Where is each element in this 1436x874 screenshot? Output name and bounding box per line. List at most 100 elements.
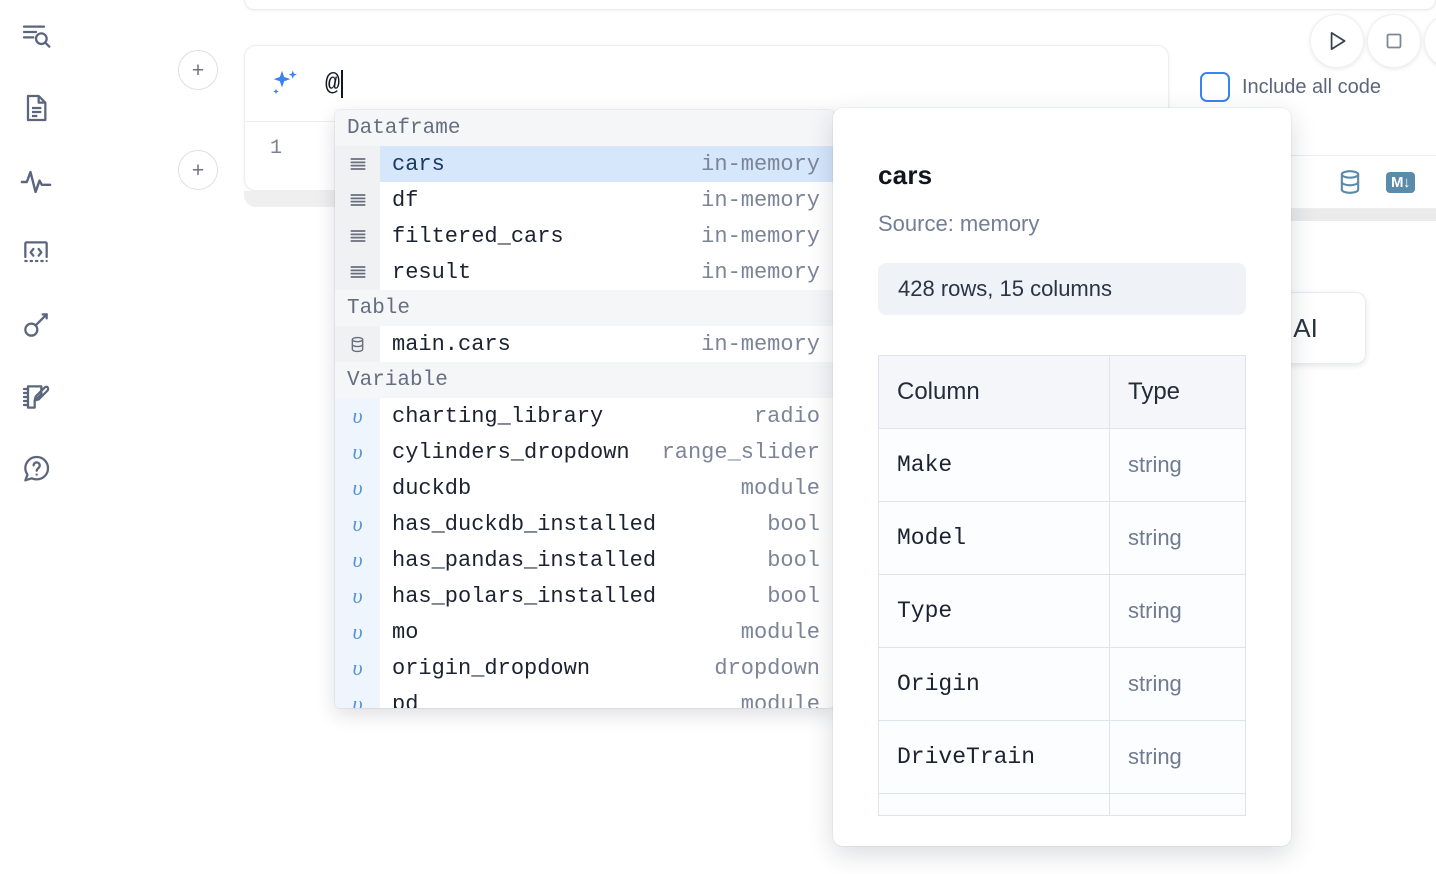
cell-column-name: DriveTrain xyxy=(878,720,1110,794)
dataframe-preview-panel: cars Source: memory 428 rows, 15 columns… xyxy=(833,108,1291,846)
more-actions-button[interactable] xyxy=(1424,14,1436,68)
autocomplete-item-meta: radio xyxy=(753,403,820,429)
autocomplete-item-name: main.cars xyxy=(392,331,511,357)
variable-icon: υ xyxy=(335,542,380,578)
table-header-row: Column Type xyxy=(878,355,1246,429)
autocomplete-item-name: cylinders_dropdown xyxy=(392,439,630,465)
header-column: Column xyxy=(878,355,1110,429)
autocomplete-item[interactable]: υ has_polars_installed bool xyxy=(335,578,834,614)
autocomplete-item-meta: dropdown xyxy=(714,655,820,681)
cell-column-type: string xyxy=(1109,501,1246,575)
ai-prompt-value: @ xyxy=(325,69,341,98)
document-icon[interactable] xyxy=(14,86,58,130)
autocomplete-item-meta: in-memory xyxy=(701,187,820,213)
left-icon-rail xyxy=(0,0,72,874)
ai-prompt-input[interactable]: @ xyxy=(325,69,344,98)
autocomplete-item-meta: in-memory xyxy=(701,223,820,249)
cell-column-name: Type xyxy=(878,574,1110,648)
cell-column-name: Origin xyxy=(878,647,1110,721)
cell-column-type: string xyxy=(1109,574,1246,648)
autocomplete-item-name: charting_library xyxy=(392,403,604,429)
variable-icon: υ xyxy=(335,614,380,650)
autocomplete-item-name: mo xyxy=(392,619,419,645)
autocomplete-item-name: filtered_cars xyxy=(392,223,564,249)
autocomplete-item[interactable]: main.cars in-memory xyxy=(335,326,834,362)
include-all-code-label: Include all code xyxy=(1242,75,1381,98)
table-icon xyxy=(335,326,380,362)
autocomplete-item-meta: in-memory xyxy=(701,331,820,357)
autocomplete-item-meta: in-memory xyxy=(701,151,820,177)
line-number: 1 xyxy=(269,137,282,160)
include-all-code-checkbox[interactable] xyxy=(1200,72,1230,102)
code-snippet-icon[interactable] xyxy=(14,231,58,275)
add-cell-button-bottom[interactable]: + xyxy=(178,150,218,190)
dataframe-icon xyxy=(335,254,380,290)
variable-icon: υ xyxy=(335,686,380,708)
run-button[interactable] xyxy=(1310,14,1364,68)
ai-prompt-row[interactable]: @ xyxy=(245,46,1168,121)
variable-icon: υ xyxy=(335,578,380,614)
autocomplete-item-name: result xyxy=(392,259,472,285)
preview-title: cars xyxy=(878,160,933,190)
autocomplete-item-meta: module xyxy=(740,691,820,709)
cell-column-name: Model xyxy=(878,501,1110,575)
sparkles-icon xyxy=(267,66,303,102)
activity-icon[interactable] xyxy=(14,160,58,204)
variable-icon: υ xyxy=(335,398,380,434)
cell-column-type: string xyxy=(1109,720,1246,794)
cell-column-type xyxy=(1109,793,1246,816)
autocomplete-group-header: Table xyxy=(335,290,834,326)
preview-source: Source: memory xyxy=(878,211,1040,236)
autocomplete-item-meta: in-memory xyxy=(701,259,820,285)
cell-column-type: string xyxy=(1109,428,1246,502)
include-all-code-row[interactable]: Include all code xyxy=(1200,72,1381,102)
autocomplete-item-name: has_polars_installed xyxy=(392,583,657,609)
autocomplete-item-meta: bool xyxy=(767,583,820,609)
autocomplete-item-meta: bool xyxy=(767,511,820,537)
autocomplete-item[interactable]: filtered_cars in-memory xyxy=(335,218,834,254)
autocomplete-item-name: origin_dropdown xyxy=(392,655,591,681)
help-icon[interactable] xyxy=(14,447,58,491)
cell-above-partial xyxy=(244,0,1436,10)
database-icon[interactable] xyxy=(1336,168,1364,196)
stop-button[interactable] xyxy=(1367,14,1421,68)
autocomplete-item-meta: bool xyxy=(767,547,820,573)
add-cell-button-top[interactable]: + xyxy=(178,50,218,90)
autocomplete-item[interactable]: υ has_duckdb_installed bool xyxy=(335,506,834,542)
autocomplete-item[interactable]: υ charting_library radio xyxy=(335,398,834,434)
table-row-partial xyxy=(878,793,1246,816)
variable-icon: υ xyxy=(335,470,380,506)
scratchpad-icon[interactable] xyxy=(14,375,58,419)
autocomplete-item-meta: module xyxy=(740,619,820,645)
explore-icon[interactable] xyxy=(14,14,58,58)
autocomplete-item-name: has_duckdb_installed xyxy=(392,511,657,537)
autocomplete-item-meta: module xyxy=(740,475,820,501)
autocomplete-group-header: Variable xyxy=(335,362,834,398)
header-type: Type xyxy=(1109,355,1246,429)
autocomplete-group-header: Dataframe xyxy=(335,110,834,146)
variable-icon: υ xyxy=(335,506,380,542)
dataframe-icon xyxy=(335,146,380,182)
key-icon[interactable] xyxy=(14,303,58,347)
cell-column-name xyxy=(878,793,1110,816)
cell-column-type: string xyxy=(1109,647,1246,721)
autocomplete-item-name: duckdb xyxy=(392,475,472,501)
markdown-download-icon[interactable]: M↓ xyxy=(1386,171,1415,193)
autocomplete-item[interactable]: result in-memory xyxy=(335,254,834,290)
dataframe-icon xyxy=(335,182,380,218)
